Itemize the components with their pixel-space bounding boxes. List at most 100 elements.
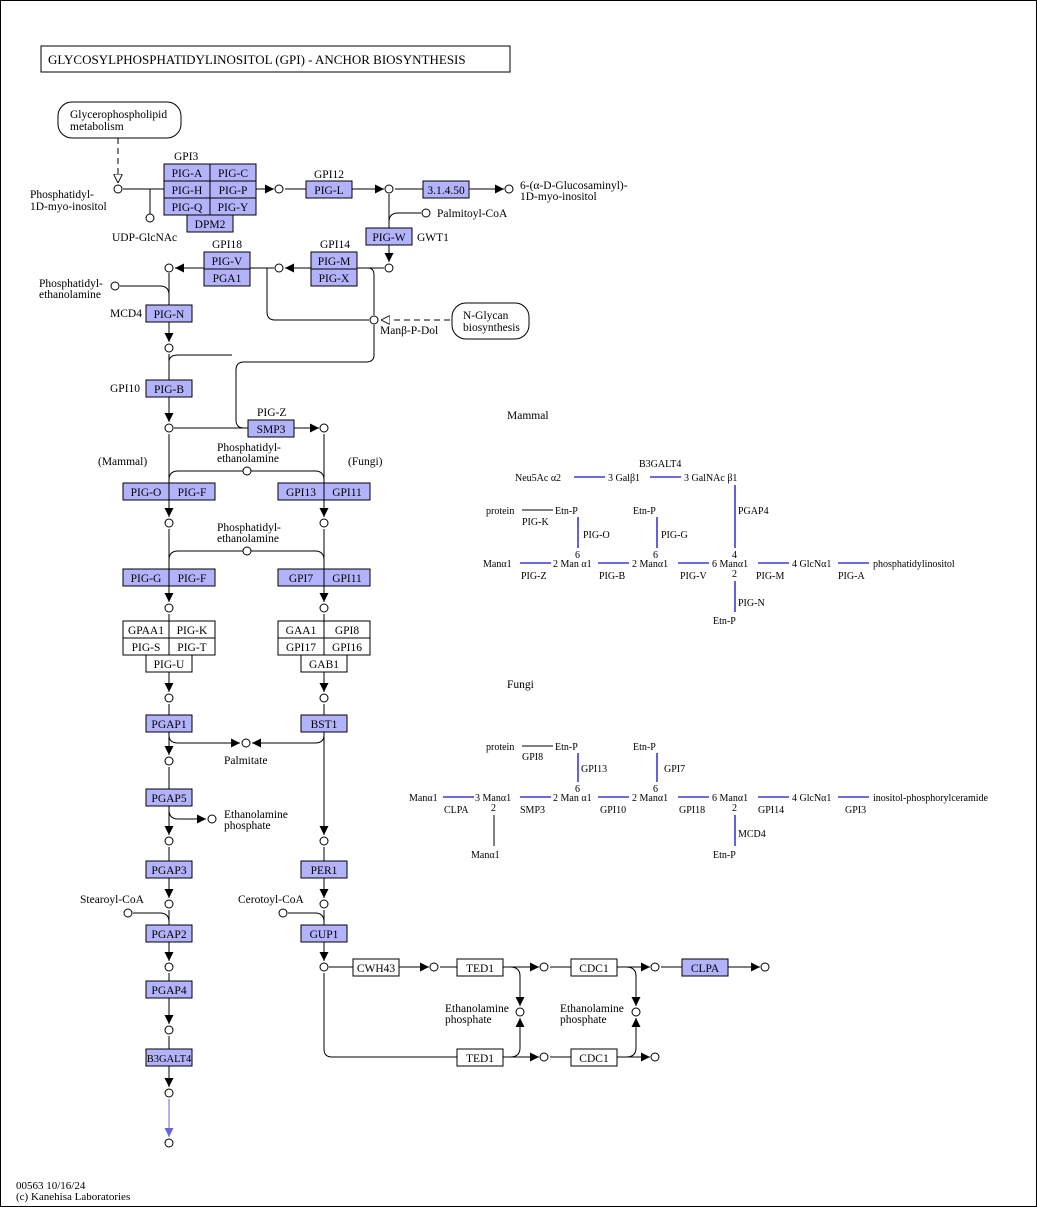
compound-node	[384, 263, 394, 273]
gene-box-gpi16[interactable]: GPI16	[323, 637, 371, 656]
gene-box-pgap1[interactable]: PGAP1	[145, 714, 193, 733]
gene-box-pigc[interactable]: PIG-C	[209, 163, 257, 182]
gene-box-pigx[interactable]: PIG-X	[310, 268, 358, 287]
compound-node	[207, 814, 217, 824]
label-palmitate: Palmitate	[224, 755, 267, 767]
compound-node	[164, 263, 174, 273]
gene-box-smp3[interactable]: SMP3	[247, 419, 295, 438]
gene-box-pga1[interactable]: PGA1	[203, 268, 251, 287]
svg-text:2 Man α1: 2 Man α1	[553, 793, 592, 804]
svg-text:4: 4	[732, 550, 737, 561]
gene-box-pigf[interactable]: PIG-F	[168, 482, 216, 501]
gene-box-gaa1[interactable]: GAA1	[277, 620, 325, 639]
footer-id-date: 00563 10/16/24	[16, 1180, 86, 1192]
compound-node	[164, 836, 174, 846]
svg-text:GPI7: GPI7	[664, 764, 685, 775]
gene-box-piga[interactable]: PIG-A	[163, 163, 211, 182]
compound-node	[515, 1007, 525, 1017]
gene-box-ted1[interactable]: TED1	[456, 1048, 504, 1067]
svg-text:PIG-N: PIG-N	[738, 598, 765, 609]
gene-box-gpi11[interactable]: GPI11	[323, 568, 371, 587]
svg-text:4 GlcNα1: 4 GlcNα1	[792, 559, 831, 570]
gene-box-gpi11[interactable]: GPI11	[323, 482, 371, 501]
gene-box-pigk[interactable]: PIG-K	[168, 620, 216, 639]
svg-text:CLPA: CLPA	[691, 963, 720, 975]
label-gpi3: GPI3	[174, 151, 199, 163]
svg-text:PIG-C: PIG-C	[218, 168, 248, 180]
gene-box-pgap2[interactable]: PGAP2	[145, 924, 193, 943]
svg-text:GPI7: GPI7	[289, 573, 314, 585]
svg-text:PIG-N: PIG-N	[154, 309, 185, 321]
gene-box-gpi8[interactable]: GPI8	[323, 620, 371, 639]
gene-box-pgap5[interactable]: PGAP5	[145, 788, 193, 807]
gene-box-pigq[interactable]: PIG-Q	[163, 197, 211, 216]
gene-box-bst1[interactable]: BST1	[300, 714, 348, 733]
gene-box-pigw[interactable]: PIG-W	[365, 227, 413, 246]
svg-text:PIG-T: PIG-T	[177, 642, 206, 654]
gene-box-pgap4[interactable]: PGAP4	[145, 980, 193, 999]
gene-box-gpaa1[interactable]: GPAA1	[122, 620, 170, 639]
gene-box-cwh43[interactable]: CWH43	[352, 958, 400, 977]
gene-box-ec-3.1.4.50[interactable]: 3.1.4.50	[422, 180, 470, 199]
svg-text:PGAP4: PGAP4	[151, 985, 186, 997]
svg-text:PIG-A: PIG-A	[838, 571, 865, 582]
gene-box-b3galt4[interactable]: B3GALT4	[145, 1048, 193, 1067]
gene-box-pigg[interactable]: PIG-G	[122, 568, 170, 587]
compound-node	[369, 315, 379, 325]
gene-box-pigb[interactable]: PIG-B	[145, 379, 193, 398]
compound-node	[164, 756, 174, 766]
label-gpi12: GPI12	[314, 169, 344, 181]
gene-box-cdc1[interactable]: CDC1	[570, 958, 618, 977]
svg-text:Manα1: Manα1	[471, 850, 500, 861]
gene-box-pigt[interactable]: PIG-T	[168, 637, 216, 656]
label-glcn-pi-2: 1D-myo-inositol	[520, 191, 597, 203]
svg-text:PIG-S: PIG-S	[132, 642, 161, 654]
gene-box-pigh[interactable]: PIG-H	[163, 180, 211, 199]
svg-text:6: 6	[575, 784, 580, 795]
gene-box-pigu[interactable]: PIG-U	[145, 654, 193, 673]
svg-text:4 GlcNα1: 4 GlcNα1	[792, 793, 831, 804]
gene-box-pgap3[interactable]: PGAP3	[145, 860, 193, 879]
gene-box-pigm[interactable]: PIG-M	[310, 251, 358, 270]
gene-box-pigy[interactable]: PIG-Y	[209, 197, 257, 216]
svg-text:PGAP3: PGAP3	[151, 865, 186, 877]
gene-box-gab1[interactable]: GAB1	[300, 654, 348, 673]
label-etnp-3: Ethanolamine	[445, 1003, 509, 1015]
label-pe-6: ethanolamine	[217, 533, 279, 545]
svg-text:phosphatidylinositol: phosphatidylinositol	[873, 559, 955, 570]
nglycan-map-link[interactable]	[451, 302, 530, 340]
gene-box-gup1[interactable]: GUP1	[300, 924, 348, 943]
svg-text:PIG-O: PIG-O	[583, 530, 610, 541]
svg-text:PIG-A: PIG-A	[172, 168, 203, 180]
svg-text:3.1.4.50: 3.1.4.50	[427, 185, 465, 197]
gene-box-ted1[interactable]: TED1	[456, 958, 504, 977]
gene-box-pigs[interactable]: PIG-S	[122, 637, 170, 656]
gene-box-pigv[interactable]: PIG-V	[203, 251, 251, 270]
gene-box-gpi7[interactable]: GPI7	[277, 568, 325, 587]
gene-box-pigo[interactable]: PIG-O	[122, 482, 170, 501]
compound-nodes[interactable]	[110, 184, 770, 1148]
svg-text:Etn-P: Etn-P	[713, 850, 736, 861]
svg-text:GPI14: GPI14	[758, 805, 784, 816]
svg-text:PIG-V: PIG-V	[212, 256, 243, 268]
svg-text:2: 2	[732, 803, 737, 814]
gene-box-pigp[interactable]: PIG-P	[209, 180, 257, 199]
gene-box-dpm2[interactable]: DPM2	[186, 214, 234, 233]
title-box	[40, 45, 511, 73]
gene-box-gpi17[interactable]: GPI17	[277, 637, 325, 656]
compound-labels: Phosphatidyl- 1D-myo-inositol UDP-GlcNAc…	[30, 180, 628, 1026]
map-title: GLYCOSYLPHOSPHATIDYLINOSITOL (GPI) - ANC…	[48, 52, 466, 67]
svg-text:GPI8: GPI8	[335, 625, 360, 637]
svg-text:GPI18: GPI18	[679, 805, 705, 816]
glycerophospholipid-label-1: Glycerophospholipid	[70, 109, 167, 121]
label-pe-2: ethanolamine	[39, 289, 101, 301]
gene-box-cdc1[interactable]: CDC1	[570, 1048, 618, 1067]
gene-box-clpa[interactable]: CLPA	[681, 958, 729, 977]
gene-box-per1[interactable]: PER1	[300, 860, 348, 879]
gene-box-pigl[interactable]: PIG-L	[305, 180, 353, 199]
gene-box-gpi13[interactable]: GPI13	[277, 482, 325, 501]
gene-box-pigf[interactable]: PIG-F	[168, 568, 216, 587]
gene-box-pign[interactable]: PIG-N	[145, 304, 193, 323]
label-pi-2: 1D-myo-inositol	[30, 201, 107, 213]
glycerophospholipid-map-link[interactable]	[57, 101, 182, 139]
